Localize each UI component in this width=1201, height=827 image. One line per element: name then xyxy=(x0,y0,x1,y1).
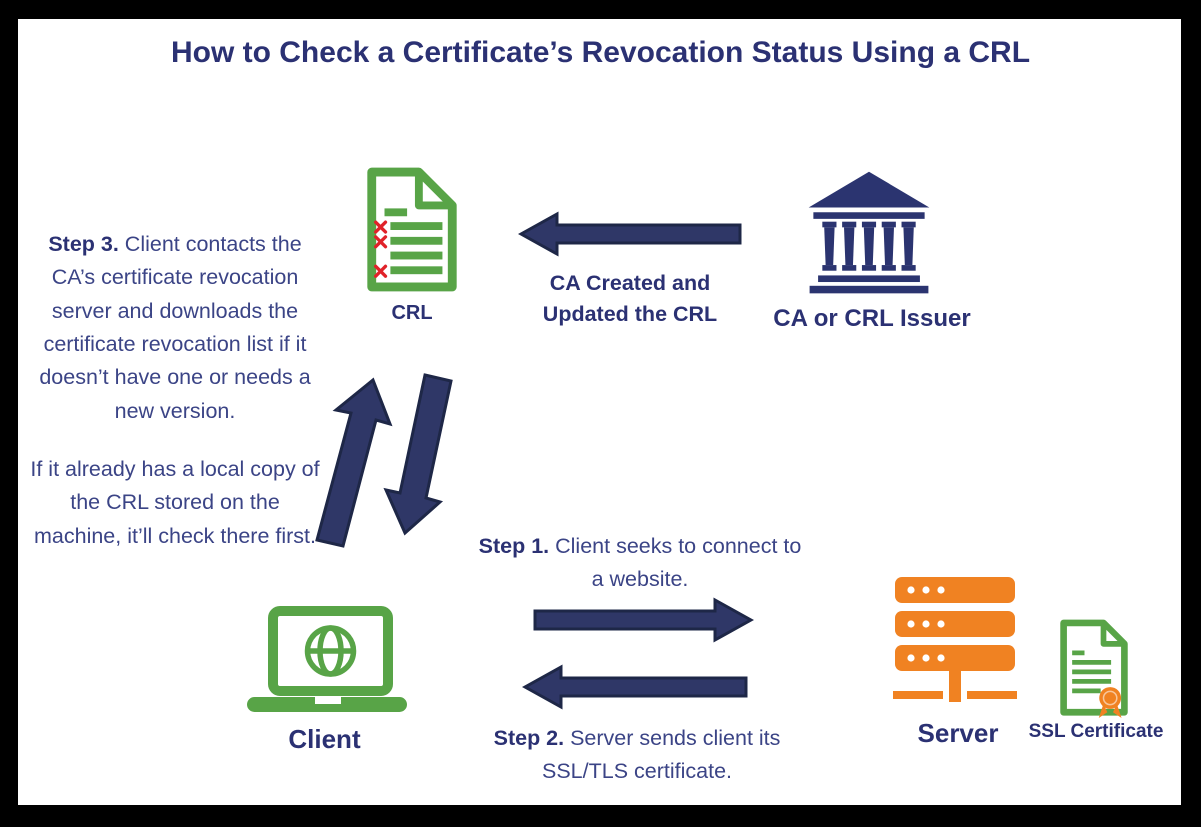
certificate-seal-icon xyxy=(1060,619,1128,718)
arrow-client-to-crl-up xyxy=(315,377,393,548)
infographic-background xyxy=(18,19,1181,805)
arrow-client-to-server xyxy=(533,597,754,643)
step3-para2: If it already has a local copy of the CR… xyxy=(30,456,320,548)
bank-icon xyxy=(808,171,930,294)
crl-document-icon xyxy=(367,167,457,292)
revoked-x-marks xyxy=(374,220,388,278)
bank-columns xyxy=(822,221,916,271)
arrow-crl-to-client-down xyxy=(383,373,453,536)
globe-icon xyxy=(304,625,357,677)
arrow-server-to-client xyxy=(522,664,748,710)
page-title: How to Check a Certificate’s Revocation … xyxy=(170,36,1031,69)
step1-caption: Step 1. Client seeks to connect to a web… xyxy=(478,534,802,592)
server-bays xyxy=(895,577,1015,671)
ca-flow-caption: CA Created and Updated the CRL xyxy=(542,271,718,326)
laptop-globe-icon xyxy=(247,606,407,712)
arrows-crl-client xyxy=(315,373,453,548)
client-label: Client xyxy=(288,724,361,754)
arrow-issuer-to-crl xyxy=(518,211,742,257)
step3-caption: Step 3. Client contacts the CA’s certifi… xyxy=(25,228,325,553)
seal-ribbon-icon xyxy=(1098,687,1122,718)
server-label: Server xyxy=(917,718,999,748)
issuer-label: CA or CRL Issuer xyxy=(773,305,971,332)
step3-para1: Step 3. Client contacts the CA’s certifi… xyxy=(39,232,311,423)
ssl-certificate-label: SSL Certificate xyxy=(1028,721,1164,742)
step2-caption: Step 2. Server sends client its SSL/TLS … xyxy=(493,726,781,784)
crl-label: CRL xyxy=(391,302,433,324)
server-rack-icon xyxy=(893,577,1017,702)
